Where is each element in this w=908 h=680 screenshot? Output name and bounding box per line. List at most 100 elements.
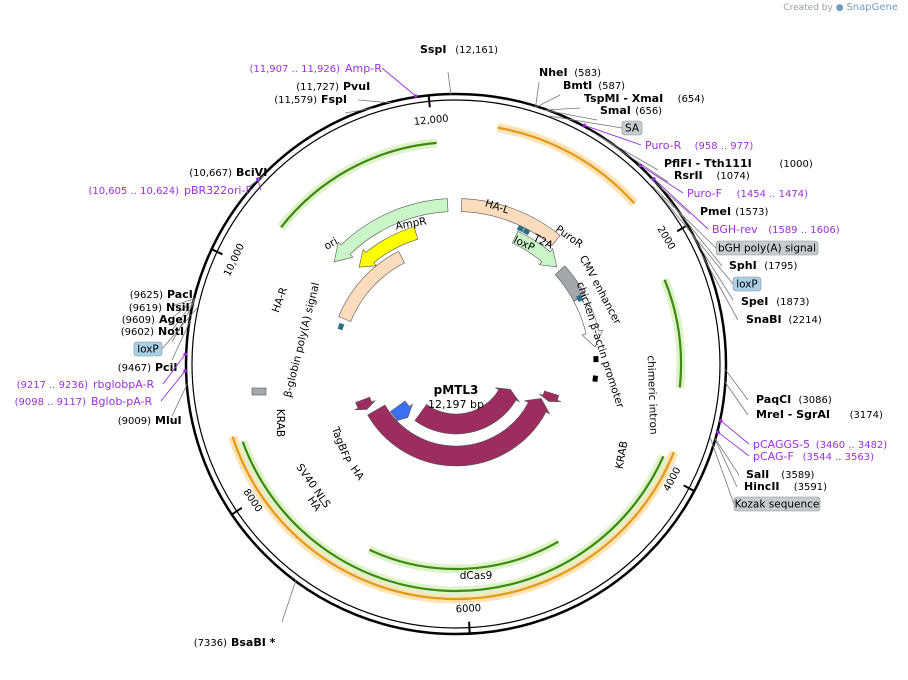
boxed-feature[interactable]: Kozak sequence bbox=[733, 496, 821, 512]
tick-mark bbox=[427, 94, 431, 108]
primer-site-icon bbox=[256, 177, 260, 181]
enzyme-leader bbox=[650, 178, 691, 215]
enzyme-site[interactable]: SpeI (1873) bbox=[741, 295, 810, 308]
enzyme-site[interactable]: NsiI(9619) bbox=[129, 301, 190, 314]
backbone bbox=[184, 92, 728, 636]
boxed-feature[interactable]: loxP bbox=[133, 341, 163, 357]
enzyme-position: (583) bbox=[574, 68, 601, 79]
snapgene-logo-icon: ● bbox=[835, 3, 844, 13]
enzyme-name: BmtI bbox=[563, 79, 592, 92]
enzyme-site[interactable]: PvuI(11,727) bbox=[296, 80, 370, 93]
feature-label: KRAB bbox=[614, 440, 631, 470]
primer[interactable]: Amp-R(11,907 .. 11,926) bbox=[250, 62, 383, 75]
enzyme-site[interactable]: SalI(3589) bbox=[746, 468, 815, 481]
primer[interactable]: pBR322ori-F(10,605 .. 10,624) bbox=[89, 184, 252, 197]
enzyme-name: SphI bbox=[729, 259, 757, 272]
boxed-feature[interactable]: loxP bbox=[732, 276, 762, 292]
tick-mark bbox=[683, 484, 696, 493]
feature-krab[interactable] bbox=[539, 390, 562, 402]
primer[interactable]: pCAGGS-5(3460 .. 3482) bbox=[753, 438, 887, 451]
boxed-feature-label: loxP bbox=[736, 279, 758, 291]
enzyme-name: HincII bbox=[744, 480, 780, 493]
feature-cas9[interactable] bbox=[414, 387, 520, 435]
primer-name: pBR322ori-F bbox=[184, 184, 252, 197]
primer[interactable]: Puro-R(958 .. 977) bbox=[645, 139, 753, 152]
enzyme-leader bbox=[676, 210, 734, 301]
boxed-feature-box bbox=[133, 341, 163, 357]
enzyme-site[interactable]: TspMI - XmaI (654) bbox=[584, 92, 705, 105]
boxed-feature-label: bGH poly(A) signal bbox=[718, 243, 816, 255]
primer[interactable]: rbglobpA-R(9217 .. 9236) bbox=[17, 378, 155, 391]
enzyme-leader bbox=[700, 251, 739, 321]
enzyme-site[interactable]: MluI(9009) bbox=[118, 414, 182, 427]
enzyme-site[interactable]: SspI(12,161) bbox=[420, 43, 498, 56]
enzyme-name: SmaI bbox=[600, 104, 631, 117]
enzyme-site[interactable]: NotI(9602) bbox=[121, 325, 184, 338]
enzyme-site[interactable]: MreI - SgrAI(3174) bbox=[756, 408, 883, 421]
boxed-features: SA bGH poly(A) signal loxP loxP Kozak sequen… bbox=[133, 115, 821, 512]
feature-ha-r[interactable] bbox=[338, 250, 405, 322]
primer-site-icon bbox=[719, 419, 723, 423]
tick-mark bbox=[230, 506, 243, 516]
enzyme-site[interactable]: PciI(9467) bbox=[118, 361, 178, 374]
enzyme-site[interactable]: SnaBI(2214) bbox=[746, 313, 822, 326]
feature-ampr[interactable] bbox=[333, 198, 449, 263]
enzyme-site[interactable]: SmaI(656) bbox=[600, 104, 662, 117]
boxed-feature-box bbox=[621, 120, 643, 136]
enzyme-site[interactable]: FspI(11,579) bbox=[274, 93, 347, 106]
enzyme-leader bbox=[171, 319, 191, 361]
boxed-leader bbox=[710, 438, 735, 505]
enzyme-site[interactable]: NheI(583) bbox=[539, 66, 601, 79]
features bbox=[251, 198, 604, 467]
feature-dcas9[interactable] bbox=[367, 398, 551, 467]
feature-krab[interactable] bbox=[354, 396, 376, 411]
enzyme-site[interactable]: HincII(3591) bbox=[744, 480, 827, 493]
site-marker-icon bbox=[337, 322, 345, 331]
primer[interactable]: pCAG-F(3544 .. 3563) bbox=[753, 450, 874, 463]
primer-name: pCAGGS-5 bbox=[753, 438, 810, 451]
primer[interactable]: BGH-rev(1589 .. 1606) bbox=[712, 223, 840, 236]
feature-tagbfp[interactable] bbox=[390, 400, 413, 422]
enzyme-site[interactable]: PacI(9625) bbox=[130, 288, 193, 301]
feature-ori[interactable] bbox=[358, 226, 419, 268]
enzyme-site[interactable]: PmeI(1573) bbox=[700, 205, 769, 218]
enzyme-position: (587) bbox=[598, 81, 625, 92]
grey-block-icon bbox=[251, 387, 267, 396]
primer[interactable]: Bglob-pA-R(9098 .. 9117) bbox=[15, 395, 153, 408]
snapgene-credit: Created by ● SnapGene bbox=[783, 2, 898, 13]
enzyme-leader bbox=[724, 381, 749, 416]
boxed-feature[interactable]: SA bbox=[621, 120, 643, 136]
enzyme-site[interactable]: BmtI (587) bbox=[563, 79, 625, 92]
enzyme-name: PvuI bbox=[343, 80, 370, 93]
feature-label: Cas9 bbox=[462, 534, 491, 548]
enzyme-site[interactable]: PaqCI(3086) bbox=[756, 393, 832, 406]
enzyme-leader bbox=[714, 437, 738, 488]
feature-ha-l[interactable] bbox=[461, 198, 561, 246]
enzyme-site[interactable]: RsrII(1074) bbox=[674, 169, 750, 182]
enzyme-leader bbox=[597, 134, 669, 183]
primer-position: (9098 .. 9117) bbox=[15, 397, 87, 408]
enzyme-site[interactable]: BsaBI *(7336) bbox=[194, 636, 276, 649]
primer[interactable]: Puro-F(1454 .. 1474) bbox=[687, 187, 808, 200]
enzyme-name: SpeI bbox=[741, 295, 768, 308]
orf-glow bbox=[496, 123, 638, 207]
enzyme-leader bbox=[171, 298, 196, 307]
enzyme-position: (1000) bbox=[780, 159, 813, 170]
feature-chicken-actin-promoter[interactable] bbox=[573, 294, 604, 348]
enzyme-site[interactable]: SphI(1795) bbox=[729, 259, 798, 272]
enzyme-site[interactable]: AgeI(9609) bbox=[122, 313, 187, 326]
primer-position: (3544 .. 3563) bbox=[803, 452, 875, 463]
enzyme-name: TspMI - XmaI bbox=[584, 92, 663, 105]
enzyme-site[interactable]: BciVI(10,667) bbox=[189, 166, 267, 179]
feature-puror[interactable] bbox=[512, 230, 558, 268]
enzyme-leader bbox=[357, 99, 392, 104]
enzyme-name: PflFI - Tth111I bbox=[664, 157, 752, 170]
enzyme-position: (1873) bbox=[776, 297, 809, 308]
boxed-feature[interactable]: bGH poly(A) signal bbox=[715, 240, 819, 256]
enzyme-site[interactable]: PflFI - Tth111I (1000) bbox=[664, 157, 813, 170]
enzyme-position: (654) bbox=[678, 94, 705, 105]
tick-label: 12,000 bbox=[413, 114, 449, 128]
enzyme-leader bbox=[281, 580, 297, 623]
